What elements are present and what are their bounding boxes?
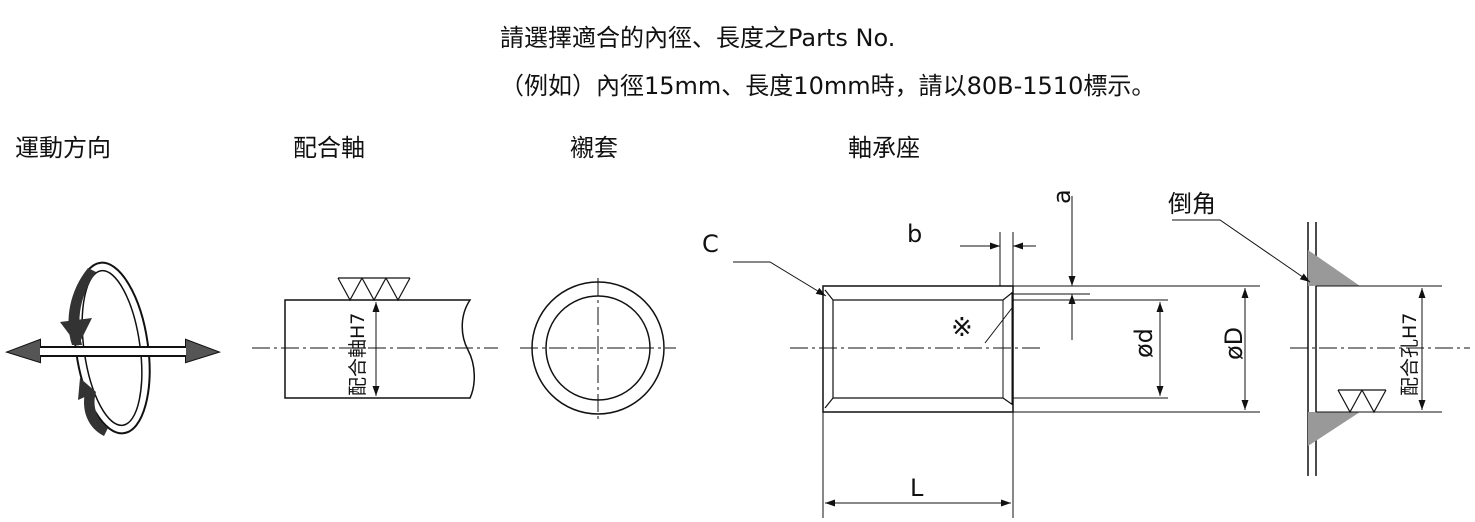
housing-bore-drawing	[1172, 219, 1470, 476]
instruction-line-1: 請選擇適合的內徑、長度之Parts No.	[500, 24, 896, 52]
heading-motion-direction: 運動方向	[15, 134, 111, 162]
shaft-drawing	[252, 277, 498, 399]
motion-direction-icon	[4, 261, 222, 436]
label-a: a	[1048, 189, 1076, 204]
label-shaft-tolerance: 配合軸H7	[347, 313, 369, 396]
label-hole-tolerance: 配合孔H7	[1399, 313, 1421, 396]
label-L: L	[910, 474, 924, 502]
note-mark: ※	[951, 313, 973, 343]
heading-mating-shaft: 配合軸	[293, 134, 365, 162]
label-b: b	[907, 220, 922, 248]
label-C: C	[702, 230, 719, 258]
label-chamfer: 倒角	[1168, 190, 1216, 218]
heading-bushing: 襯套	[570, 134, 618, 162]
label-d: ød	[1130, 328, 1158, 358]
instruction-line-2: （例如）內徑15mm、長度10mm時，請以80B-1510標示。	[500, 72, 1156, 100]
heading-housing: 軸承座	[848, 134, 920, 162]
label-D: øD	[1220, 327, 1248, 360]
bushing-drawing	[520, 278, 676, 420]
bushing-section-drawing	[733, 196, 1260, 518]
